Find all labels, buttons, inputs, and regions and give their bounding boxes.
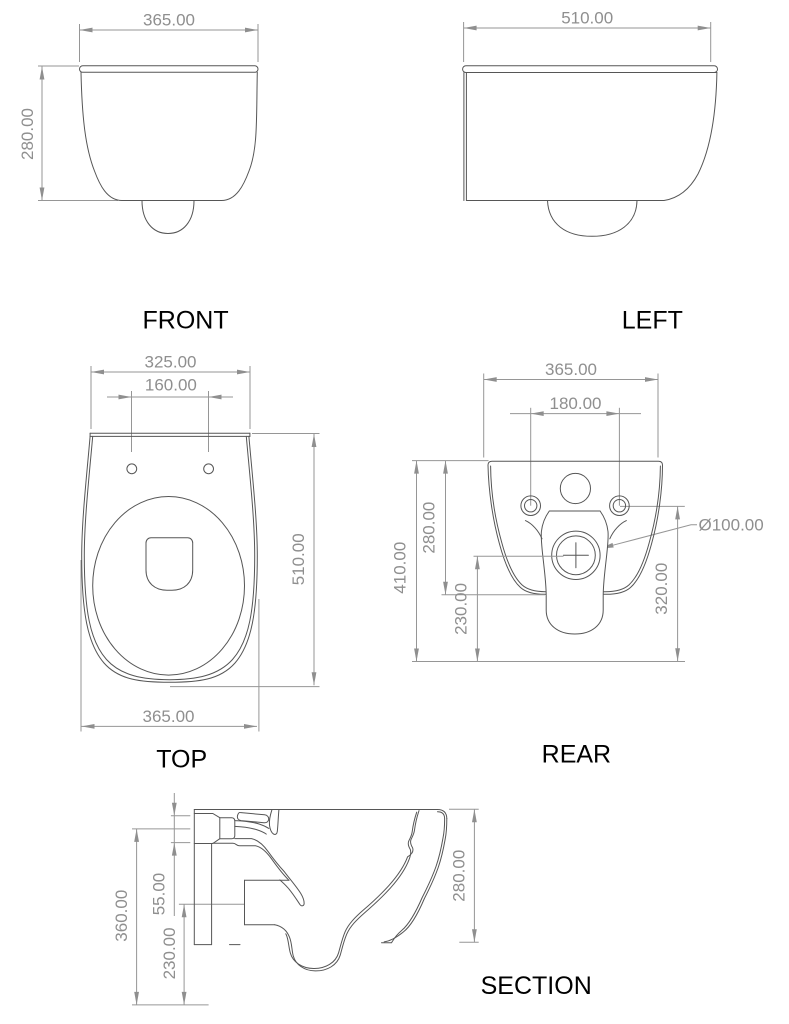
svg-text:320.00: 320.00 [652,563,671,615]
svg-text:365.00: 365.00 [143,707,195,726]
svg-text:230.00: 230.00 [160,927,179,979]
svg-text:365.00: 365.00 [143,11,195,30]
svg-text:TOP: TOP [156,746,207,774]
svg-text:SECTION: SECTION [481,972,592,1000]
svg-text:160.00: 160.00 [145,376,197,395]
svg-text:280.00: 280.00 [18,108,37,160]
svg-text:365.00: 365.00 [545,360,597,379]
svg-text:360.00: 360.00 [112,890,131,942]
svg-text:410.00: 410.00 [390,542,409,594]
svg-text:180.00: 180.00 [550,394,602,413]
svg-text:325.00: 325.00 [145,353,197,372]
svg-text:Ø100.00: Ø100.00 [699,516,764,535]
svg-text:LEFT: LEFT [622,307,683,335]
svg-text:510.00: 510.00 [561,9,613,28]
svg-text:FRONT: FRONT [143,306,229,334]
svg-text:280.00: 280.00 [449,850,468,902]
svg-text:280.00: 280.00 [420,502,439,554]
svg-text:230.00: 230.00 [452,583,471,635]
svg-text:510.00: 510.00 [289,533,308,585]
svg-text:REAR: REAR [542,740,611,768]
svg-text:55.00: 55.00 [150,873,169,916]
